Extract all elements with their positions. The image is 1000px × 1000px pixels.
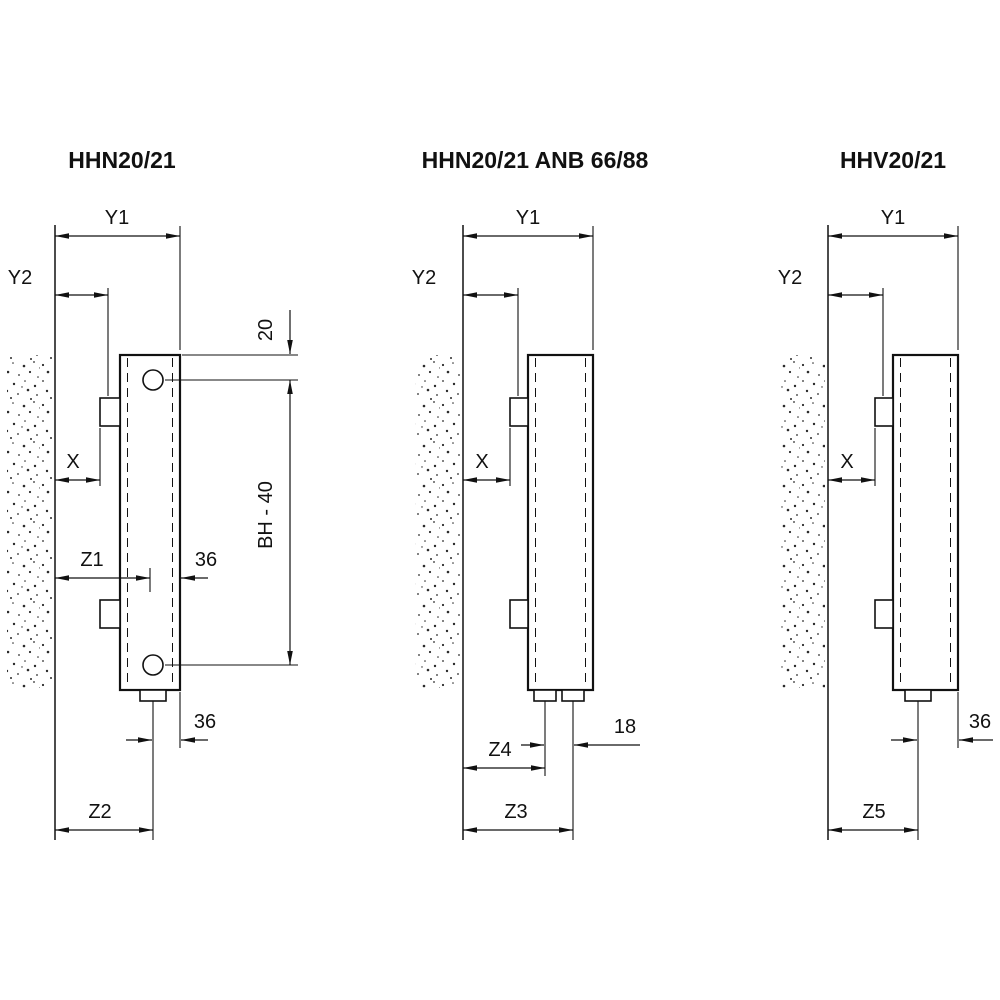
wall-bracket-bottom [874, 599, 894, 629]
dim-label-x: X [475, 451, 488, 473]
dim-z4: Z4 [463, 739, 545, 771]
dim-label-y2: Y2 [778, 267, 802, 289]
dim-x: X [828, 428, 876, 486]
dim-label-z4: Z4 [488, 739, 511, 761]
dim-36: 36 [891, 692, 993, 748]
dim-y1: Y1 [463, 207, 594, 350]
dim-y2: Y2 [8, 267, 109, 396]
dim-label-36-top: 36 [195, 549, 217, 571]
dim-label-bh40: BH - 40 [255, 481, 277, 549]
bottom-connection-stub [904, 689, 932, 702]
dim-y2: Y2 [412, 267, 519, 396]
wall-hatch [7, 355, 52, 688]
dim-label-y1: Y1 [881, 207, 905, 229]
dim-label-z2: Z2 [88, 801, 111, 823]
bottom-connection-stub-right [561, 689, 585, 702]
wall-bracket-bottom [509, 599, 529, 629]
wall-hatch [415, 355, 460, 688]
drain-port [142, 654, 164, 676]
wall-hatch [780, 355, 825, 688]
dim-label-36: 36 [969, 711, 991, 733]
dim-y1: Y1 [55, 207, 181, 350]
radiator-body [526, 353, 595, 692]
wall-bracket-top [874, 397, 894, 427]
dim-y1: Y1 [828, 207, 959, 350]
dim-y2: Y2 [778, 267, 884, 396]
dim-label-36-bottom: 36 [194, 711, 216, 733]
bottom-connection-stub [139, 689, 167, 702]
wall-bracket-bottom [99, 599, 121, 629]
dim-label-x: X [840, 451, 853, 473]
panel-hhn20-21-anb: HHN20/21 ANB 66/88 Y1 Y2 X [412, 147, 649, 840]
dim-top-offset-20: 20 [165, 310, 298, 381]
dim-label-y1: Y1 [516, 207, 540, 229]
bottom-connection-stub-left [533, 689, 557, 702]
dim-label-z1: Z1 [80, 549, 103, 571]
panel-title: HHN20/21 ANB 66/88 [422, 147, 649, 173]
dim-label-y2: Y2 [412, 267, 436, 289]
panel-title: HHN20/21 [68, 147, 176, 173]
panel-hhv20-21: HHV20/21 Y1 Y2 X 36 [778, 147, 993, 840]
radiator-body [891, 353, 960, 692]
wall-bracket-top [509, 397, 529, 427]
dim-label-20: 20 [255, 319, 277, 341]
panel-hhn20-21: HHN20/21 Y1 Y2 20 [7, 147, 298, 840]
dim-label-z5: Z5 [862, 801, 885, 823]
dim-z3: Z3 [463, 801, 573, 833]
dim-label-18: 18 [614, 716, 636, 738]
dim-z1: Z1 [55, 549, 151, 592]
wall-bracket-top [99, 397, 121, 427]
dim-x: X [463, 428, 511, 486]
panel-title: HHV20/21 [840, 147, 946, 173]
dim-label-y1: Y1 [105, 207, 129, 229]
dim-label-z3: Z3 [504, 801, 527, 823]
dim-label-x: X [66, 451, 79, 473]
radiator-body [118, 353, 182, 692]
dim-z2: Z2 [55, 801, 153, 833]
air-vent-port [142, 369, 164, 391]
dim-height-bh40: BH - 40 [165, 380, 298, 666]
dim-label-y2: Y2 [8, 267, 32, 289]
dim-z5: Z5 [828, 801, 918, 833]
dim-36-bottom: 36 [126, 692, 216, 748]
dim-x: X [55, 428, 101, 486]
dim-18: 18 [521, 716, 640, 748]
dim-36-top: 36 [181, 549, 217, 581]
